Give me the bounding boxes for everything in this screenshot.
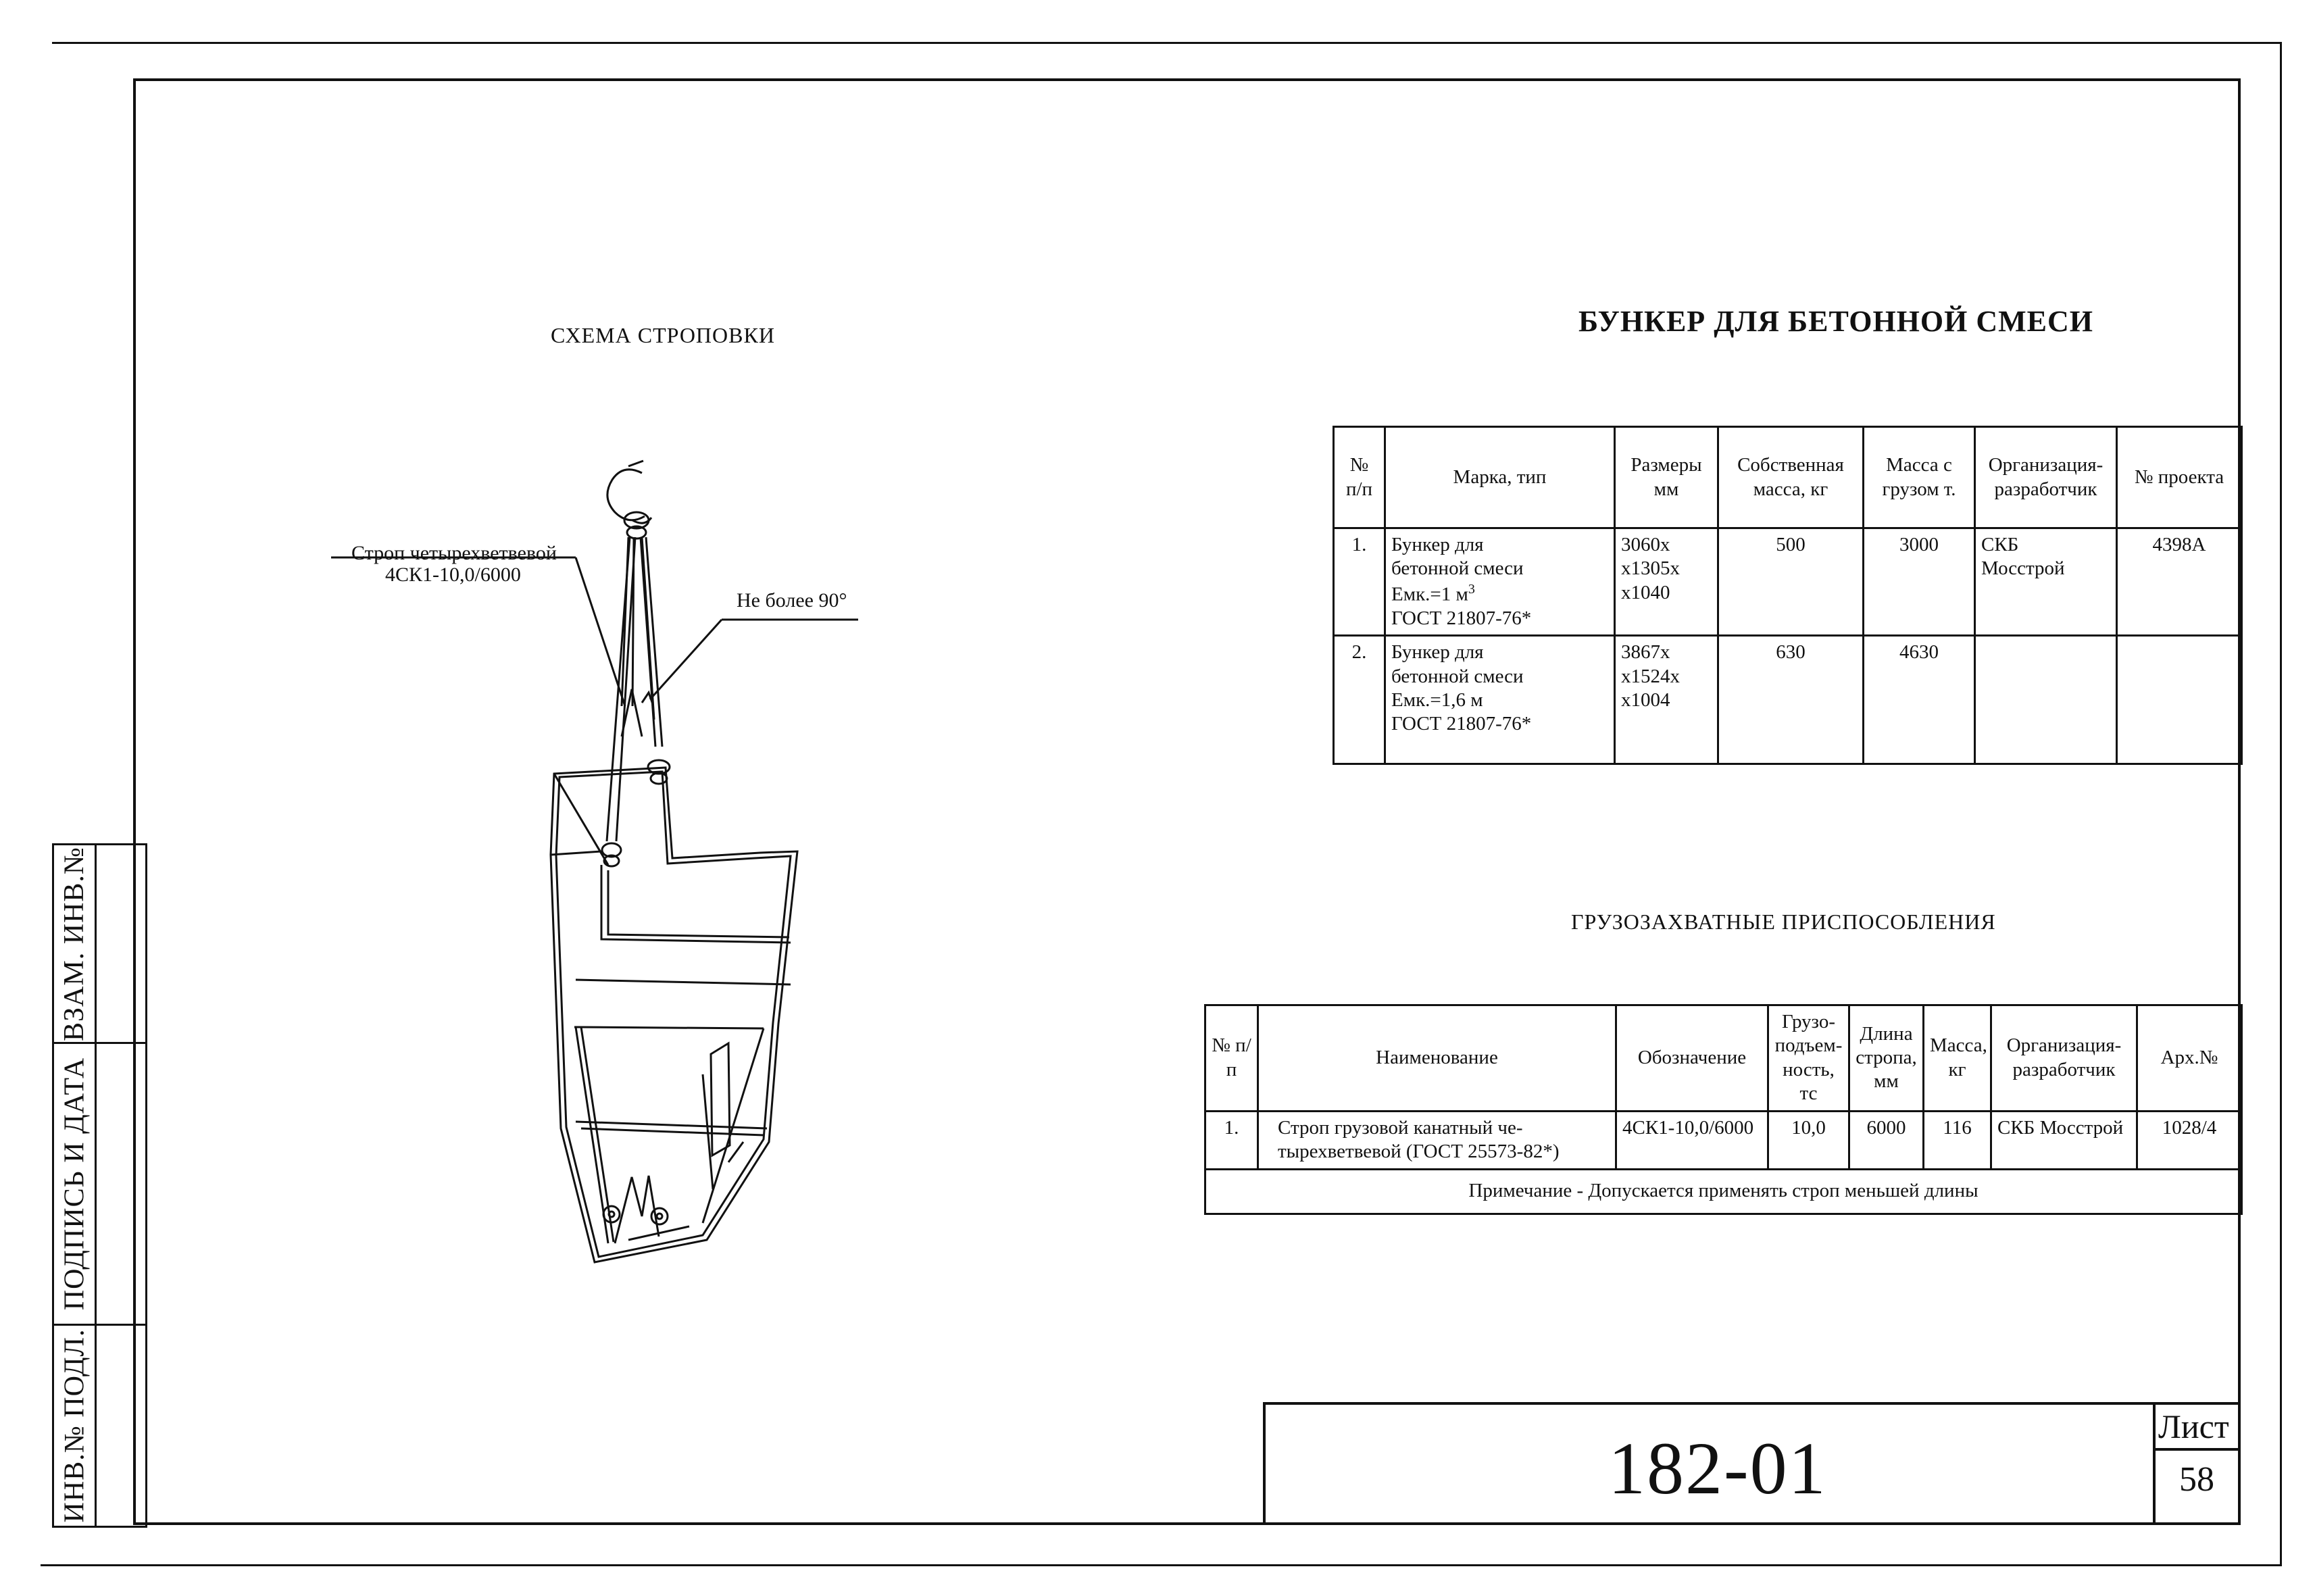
bunker-header-org: Организация-разработчик xyxy=(1974,426,2118,529)
bunker-row2-org xyxy=(1974,634,2118,766)
stamp-signature: ПОДПИСЬ И ДАТА xyxy=(52,1042,147,1326)
lifting-header-length: Длина стропа, мм xyxy=(1848,1004,1924,1112)
stamp-inv-vzam: ВЗАМ. ИНВ.№ xyxy=(52,843,147,1044)
stamp-signature-label: ПОДПИСЬ И ДАТА xyxy=(59,1057,90,1311)
lifting-row-num: 1. xyxy=(1204,1109,1259,1170)
bunker-header-own-mass: Собственная масса, кг xyxy=(1717,426,1864,529)
table-row: 2. Бункер для бетонной смеси Емк.=1,6 м … xyxy=(1333,634,2243,766)
lifting-header-num: № п/п xyxy=(1204,1004,1259,1112)
bunker-row1-project: 4398А xyxy=(2116,526,2243,637)
lifting-header-mass: Масса, кг xyxy=(1922,1004,1992,1112)
lifting-row-length: 6000 xyxy=(1848,1109,1924,1170)
bunker-header-dims: Размеры мм xyxy=(1614,426,1719,529)
bunker-row2-num: 2. xyxy=(1333,634,1386,766)
lifting-table: № п/п Наименование Обозначение Грузо-под… xyxy=(1204,1004,2243,1215)
angle-label: Не более 90° xyxy=(737,589,847,612)
bunker-row1-name: Бункер для бетонной смеси Емк.=1 м3 ГОСТ… xyxy=(1384,526,1616,637)
scheme-heading: СХЕМА СТРОПОВКИ xyxy=(551,323,775,347)
lifting-header-capacity: Грузо-подъем-ность, тс xyxy=(1767,1004,1850,1112)
bunker-row1-org: СКБ Мосстрой xyxy=(1974,526,2118,637)
bunker-row1-dims: 3060x x1305x x1040 xyxy=(1614,526,1719,637)
drawing-frame xyxy=(133,78,2241,1525)
lifting-note: Примечание - Допускается применять строп… xyxy=(1204,1168,2243,1215)
bunker-row2-name: Бункер для бетонной смеси Емк.=1,6 м ГОС… xyxy=(1384,634,1616,766)
bunker-row2-own-mass: 630 xyxy=(1717,634,1864,766)
top-border-line xyxy=(52,42,2282,44)
sheet-box-divider xyxy=(2153,1448,2241,1451)
sling-label-line1: Строп четырехветвевой xyxy=(351,542,557,564)
bunker-row1-load-mass: 3000 xyxy=(1862,526,1976,637)
bunker-row2-dims: 3867x x1524x x1004 xyxy=(1614,634,1719,766)
lifting-row-org: СКБ Мосстрой xyxy=(1990,1109,2138,1170)
lifting-row-arch: 1028/4 xyxy=(2136,1109,2243,1170)
bunker-row2-project xyxy=(2116,634,2243,766)
right-border-line xyxy=(2280,42,2282,1566)
bunker-header-load-mass: Масса с грузом т. xyxy=(1862,426,1976,529)
lifting-header-name: Наименование xyxy=(1257,1004,1617,1112)
sling-label-line2: 4СК1-10,0/6000 xyxy=(385,564,521,586)
slinging-scheme-drawing xyxy=(331,459,858,1264)
lifting-row-name: Строп грузовой канатный че- тырехветвево… xyxy=(1257,1109,1617,1170)
stamp-inv-podl-label: ИНВ.№ ПОДЛ. xyxy=(59,1328,91,1523)
bunker-row2-load-mass: 4630 xyxy=(1862,634,1976,766)
lifting-row-designation: 4СК1-10,0/6000 xyxy=(1615,1109,1769,1170)
table-row: 1. Строп грузовой канатный че- тырехветв… xyxy=(1204,1109,2243,1170)
lifting-header-designation: Обозначение xyxy=(1615,1004,1769,1112)
lifting-row-capacity: 10,0 xyxy=(1767,1109,1850,1170)
sheet-number: 58 xyxy=(2179,1460,2214,1499)
stamp-inv-vzam-label: ВЗАМ. ИНВ.№ xyxy=(59,846,91,1041)
sheet-box xyxy=(2153,1402,2241,1525)
bunker-header-project: № проекта xyxy=(2116,426,2243,529)
stamp-inv-podl: ИНВ.№ ПОДЛ. xyxy=(52,1324,147,1528)
bunker-header-mark: Марка, тип xyxy=(1384,426,1616,529)
document-number: 182-01 xyxy=(1608,1427,1827,1510)
lifting-heading: ГРУЗОЗАХВАТНЫЕ ПРИСПОСОБЛЕНИЯ xyxy=(1571,909,1996,934)
table-row: 1. Бункер для бетонной смеси Емк.=1 м3 Г… xyxy=(1333,526,2243,637)
bottom-border-line xyxy=(41,1564,2282,1566)
main-title: БУНКЕР ДЛЯ БЕТОННОЙ СМЕСИ xyxy=(1578,305,2093,338)
bunker-table: № п/п Марка, тип Размеры мм Собственная … xyxy=(1333,426,2243,766)
lifting-row-mass: 116 xyxy=(1922,1109,1992,1170)
bunker-row1-num: 1. xyxy=(1333,526,1386,637)
lifting-header-arch: Арх.№ xyxy=(2136,1004,2243,1112)
title-block xyxy=(1263,1402,2241,1525)
crane-hook-icon xyxy=(606,459,653,524)
sheet-label: Лист xyxy=(2158,1407,2229,1445)
bunker-header-num: № п/п xyxy=(1333,426,1386,529)
bunker-row1-own-mass: 500 xyxy=(1717,526,1864,637)
lifting-header-org: Организация-разработчик xyxy=(1990,1004,2138,1112)
